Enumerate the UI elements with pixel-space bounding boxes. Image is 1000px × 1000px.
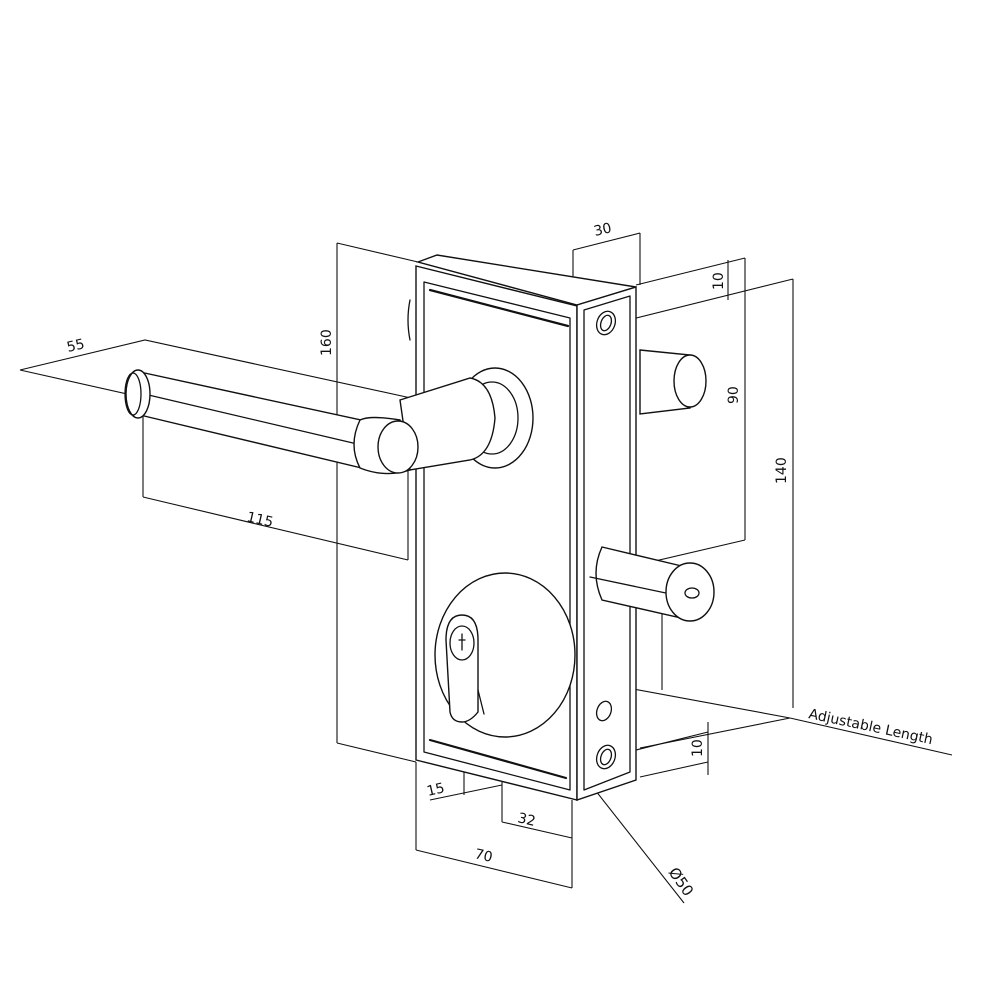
latch-bolt [589,546,715,622]
dim-10-bottom: 10 [690,739,706,757]
top-screw-hole [595,310,617,336]
cylinder-escutcheon [434,572,576,738]
middle-screw-hole [595,700,613,722]
dim-adjustable-length: Adjustable Length [807,706,934,748]
dim-diameter-50: Ø50 [665,864,697,900]
dim-55: 55 [65,336,86,356]
lever-handle [124,367,534,475]
dim-30: 30 [592,220,613,240]
dim-115: 115 [245,509,275,531]
rear-stub [639,349,707,415]
dim-15: 15 [425,780,446,800]
dim-160: 160 [319,329,335,356]
dim-140: 140 [774,457,790,484]
dim-70: 70 [473,846,494,866]
dim-90: 90 [726,386,742,404]
dimension-lines [19,232,953,904]
dim-32: 32 [516,810,537,830]
dim-10-top: 10 [711,272,727,290]
bottom-screw-hole [595,744,617,770]
